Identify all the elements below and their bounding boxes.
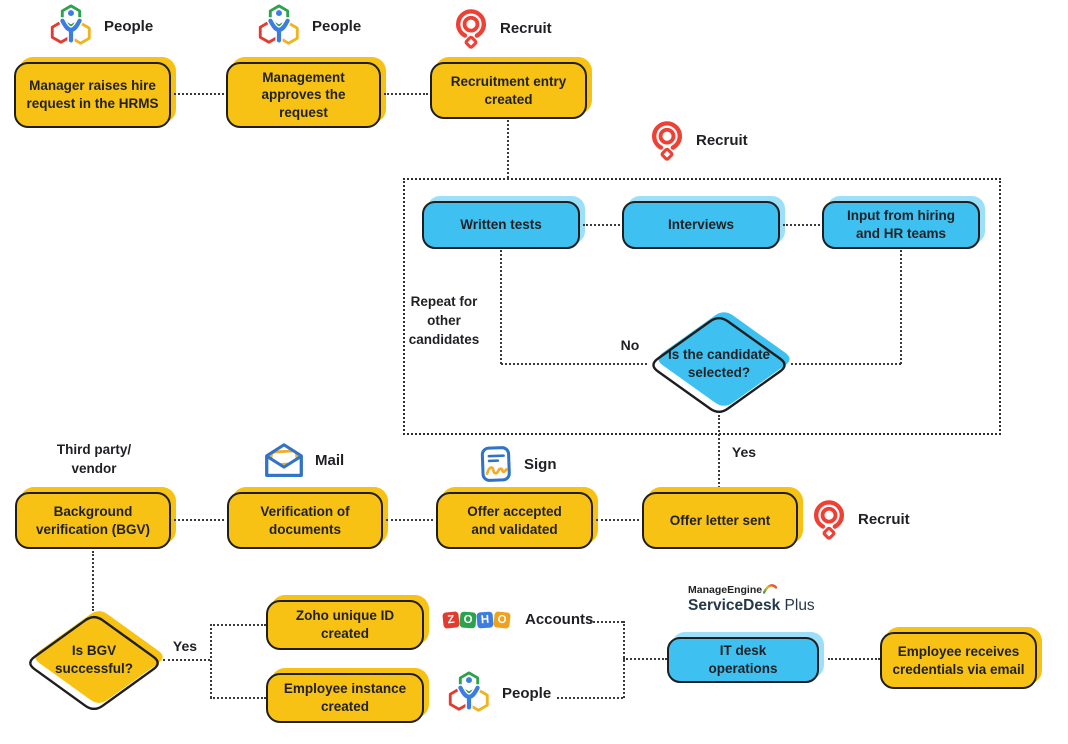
node-recruitment-entry: Recruitment entry created — [430, 62, 587, 119]
connector-dotted — [828, 658, 880, 660]
product-label-text: People — [312, 17, 362, 35]
zoho-letter: H — [476, 610, 494, 629]
recruit-icon — [810, 497, 848, 541]
node-written-tests: Written tests — [422, 201, 580, 249]
node-input-hiring: Input from hiring and HR teams — [822, 201, 980, 249]
servicedesk-text: ServiceDesk — [688, 596, 781, 614]
connector-dotted — [386, 519, 433, 521]
product-label-text: People — [104, 17, 154, 35]
zoho-letter: O — [493, 610, 511, 629]
connector-dotted — [500, 250, 502, 364]
connector-dotted — [596, 519, 639, 521]
recruit-icon — [648, 118, 686, 162]
connector-dotted — [210, 697, 266, 699]
node-manager-request: Manager raises hire request in the HRMS — [14, 62, 171, 128]
product-label-mail: Mail — [263, 441, 344, 479]
connector-dotted — [210, 624, 266, 626]
connector-dotted — [557, 697, 623, 699]
connector-dotted — [783, 224, 820, 226]
selection-loop-region — [403, 178, 1001, 435]
connector-dotted — [174, 519, 224, 521]
connector-dotted — [583, 224, 620, 226]
node-offer-letter: Offer letter sent — [642, 492, 798, 549]
product-label-people-3: People — [446, 671, 551, 715]
decision-bgv: Is BGV successful? — [54, 643, 134, 676]
zoho-logo: Z O H O — [442, 610, 511, 629]
product-label-text: People — [502, 684, 552, 702]
connector-dotted — [791, 363, 901, 365]
decision-bgv-shape — [29, 611, 163, 710]
product-label-text: Recruit — [696, 131, 748, 149]
node-it-desk: IT desk operations — [667, 637, 819, 683]
connector-dotted — [623, 658, 667, 660]
sign-icon — [479, 444, 514, 484]
node-interviews: Interviews — [622, 201, 780, 249]
yes-label: Yes — [731, 444, 757, 460]
connector-yes — [718, 415, 720, 492]
decision-candidate-selected-shape — [652, 312, 790, 413]
product-label-text: Recruit — [500, 19, 552, 37]
mail-icon — [263, 441, 305, 479]
zoho-letter: O — [459, 610, 477, 629]
product-label-sign: Sign — [479, 444, 557, 484]
product-label-text: Sign — [524, 455, 557, 473]
recruit-icon — [452, 6, 490, 50]
connector-dotted — [174, 93, 224, 95]
people-icon — [48, 4, 94, 48]
product-label-recruit-3: Recruit — [810, 497, 910, 541]
no-label: No — [620, 337, 640, 353]
node-offer-accepted: Offer accepted and validated — [436, 492, 593, 549]
zoho-letter: Z — [442, 610, 460, 629]
connector-dotted — [384, 93, 428, 95]
third-party-label: Third party/ vendor — [56, 442, 132, 476]
repeat-label: Repeat for other candidates — [408, 294, 480, 347]
people-icon — [446, 671, 492, 715]
product-label-recruit-1: Recruit — [452, 6, 552, 50]
product-label-text: Accounts — [525, 611, 594, 628]
product-label-text: Recruit — [858, 510, 910, 528]
node-background-verification: Background verification (BGV) — [15, 492, 171, 549]
product-label-accounts: Z O H O Accounts — [442, 610, 594, 629]
node-verification-documents: Verification of documents — [227, 492, 383, 549]
connector-dotted — [210, 624, 212, 698]
people-icon — [256, 4, 302, 48]
product-label-people-2: People — [256, 4, 361, 48]
node-management-approves: Management approves the request — [226, 62, 381, 128]
connector-dotted — [590, 621, 623, 623]
product-label-text: Mail — [315, 451, 345, 469]
node-employee-credentials: Employee receives credentials via email — [880, 632, 1037, 689]
product-label-recruit-2: Recruit — [648, 118, 748, 162]
connector-dotted — [507, 120, 509, 178]
plus-text: Plus — [784, 596, 815, 614]
connector-dotted — [900, 250, 902, 364]
connector-yes — [163, 659, 210, 661]
manageengine-text: ManageEngine — [688, 584, 763, 596]
manageengine-swoosh-icon — [763, 584, 778, 594]
connector-no-loop — [501, 363, 647, 365]
manageengine-logo: ManageEngine ServiceDesk Plus — [688, 584, 815, 615]
decision-candidate-selected: Is the candidate selected? — [667, 347, 771, 380]
node-employee-instance: Employee instance created — [266, 673, 424, 723]
product-label-people-1: People — [48, 4, 153, 48]
connector-dotted — [92, 551, 94, 611]
yes-label: Yes — [172, 638, 198, 654]
node-zoho-id: Zoho unique ID created — [266, 600, 424, 650]
